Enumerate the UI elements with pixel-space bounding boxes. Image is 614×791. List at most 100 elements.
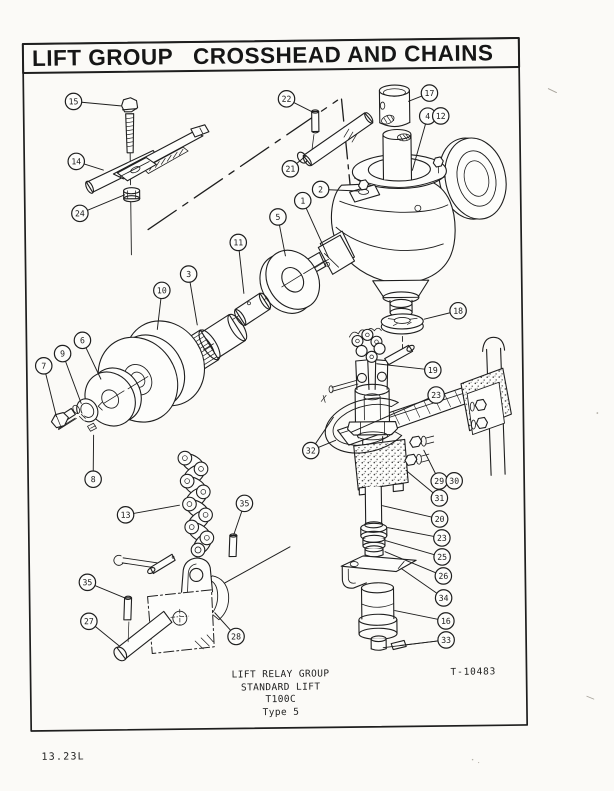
callout-35: 35 xyxy=(78,573,126,599)
callout-circle xyxy=(179,265,198,283)
callout-circle xyxy=(430,510,449,528)
callout-28: 28 xyxy=(214,612,245,646)
callout-19: 19 xyxy=(376,361,442,379)
callout-circle xyxy=(78,573,97,592)
crosshead-assembly xyxy=(320,327,512,496)
callout-number: 15 xyxy=(69,96,79,106)
callout-number: 3 xyxy=(186,269,191,279)
bolt-7 xyxy=(50,404,81,429)
drawing-number: T-10483 xyxy=(450,666,496,678)
callout-number: 16 xyxy=(441,616,451,626)
callout-circle xyxy=(235,494,254,513)
callout-15: 15 xyxy=(64,92,122,111)
callout-20: 20 xyxy=(382,505,449,528)
callout-leader xyxy=(305,207,329,258)
fitting-bolt xyxy=(432,156,444,174)
callout-number: 22 xyxy=(282,94,292,104)
callout-9: 9 xyxy=(53,344,82,404)
callout-33: 33 xyxy=(382,631,455,649)
chain-and-clevis-group xyxy=(113,450,291,662)
callout-number: 33 xyxy=(441,635,451,645)
callout-leader xyxy=(238,250,245,294)
callout-leader xyxy=(94,585,126,599)
callout-number: 27 xyxy=(84,616,94,626)
callout-circle xyxy=(445,472,463,490)
callout-2: 2 xyxy=(311,180,360,199)
callout-27: 27 xyxy=(80,612,120,647)
callout-leader xyxy=(376,363,426,370)
callout-leader xyxy=(423,312,451,320)
rod-27 xyxy=(113,610,173,662)
callout-number: 35 xyxy=(82,577,92,587)
callout-circle xyxy=(427,386,445,404)
thrust-washer-18 xyxy=(380,313,424,349)
callout-leader xyxy=(156,298,162,330)
callout-leader xyxy=(314,416,334,445)
pin-35-left xyxy=(123,595,133,643)
callout-leader xyxy=(83,163,104,171)
cap-17 xyxy=(378,84,411,128)
caption-line-2: STANDARD LIFT xyxy=(241,681,321,693)
callout-number: 19 xyxy=(428,365,438,375)
callout-1: 1 xyxy=(293,191,329,258)
callout-leader xyxy=(408,95,423,102)
callout-circle xyxy=(71,204,89,223)
callout-22: 22 xyxy=(277,90,313,113)
callout-leader xyxy=(385,540,435,556)
callout-leader xyxy=(351,397,430,433)
lower-relay-column xyxy=(340,486,417,651)
callout-17: 17 xyxy=(408,84,439,102)
callout-number: 5 xyxy=(275,212,280,222)
callout-circle xyxy=(293,191,312,210)
callout-number: 30 xyxy=(449,476,459,486)
bolt-2 xyxy=(349,179,381,203)
callout-number: 9 xyxy=(60,348,65,358)
callout-number: 23 xyxy=(431,390,441,400)
callout-number: 24 xyxy=(75,208,85,218)
callout-leader xyxy=(382,505,433,518)
caption-line-3: T100C xyxy=(265,694,296,705)
callout-number: 2 xyxy=(318,184,323,194)
callout-24: 24 xyxy=(71,194,126,223)
callout-leader xyxy=(411,123,426,171)
callout-leader xyxy=(384,551,437,574)
callout-number: 10 xyxy=(157,285,167,295)
callout-circle xyxy=(116,506,135,524)
callout-10: 10 xyxy=(153,281,171,330)
callout-leader xyxy=(94,625,120,647)
page-ref: 13.23L xyxy=(41,751,84,763)
clevis-28 xyxy=(147,557,230,655)
ring-26 xyxy=(364,545,384,558)
callout-leader xyxy=(189,281,198,326)
callout-number: 20 xyxy=(435,514,445,524)
callout-11: 11 xyxy=(229,233,248,294)
callout-number: 26 xyxy=(438,571,448,581)
callout-number: 21 xyxy=(285,164,295,174)
callout-circle xyxy=(67,152,86,171)
callout-circle xyxy=(277,90,296,108)
callout-leader xyxy=(81,101,122,107)
callout-circle xyxy=(153,281,171,300)
callout-number: 7 xyxy=(41,361,46,371)
clip-8 xyxy=(87,422,97,432)
callout-leader xyxy=(278,224,286,257)
callout-number: 35 xyxy=(239,498,249,508)
callout-number: 13 xyxy=(121,510,131,520)
callout-number: 18 xyxy=(453,306,463,316)
callout-circle xyxy=(229,233,248,252)
callout-circle xyxy=(281,159,300,178)
callout-number: 14 xyxy=(71,156,81,166)
callout-number: 28 xyxy=(231,631,241,641)
callout-leader xyxy=(328,189,360,192)
rod-20 xyxy=(364,486,383,525)
callout-circle xyxy=(34,357,53,375)
callout-34: 34 xyxy=(400,567,453,607)
callout-4: 4 xyxy=(411,107,437,171)
callout-31: 31 xyxy=(405,469,449,507)
paper-specks xyxy=(471,88,599,764)
callout-circle xyxy=(53,344,72,363)
callout-circle xyxy=(434,567,453,585)
callout-30: 30 xyxy=(445,472,463,490)
